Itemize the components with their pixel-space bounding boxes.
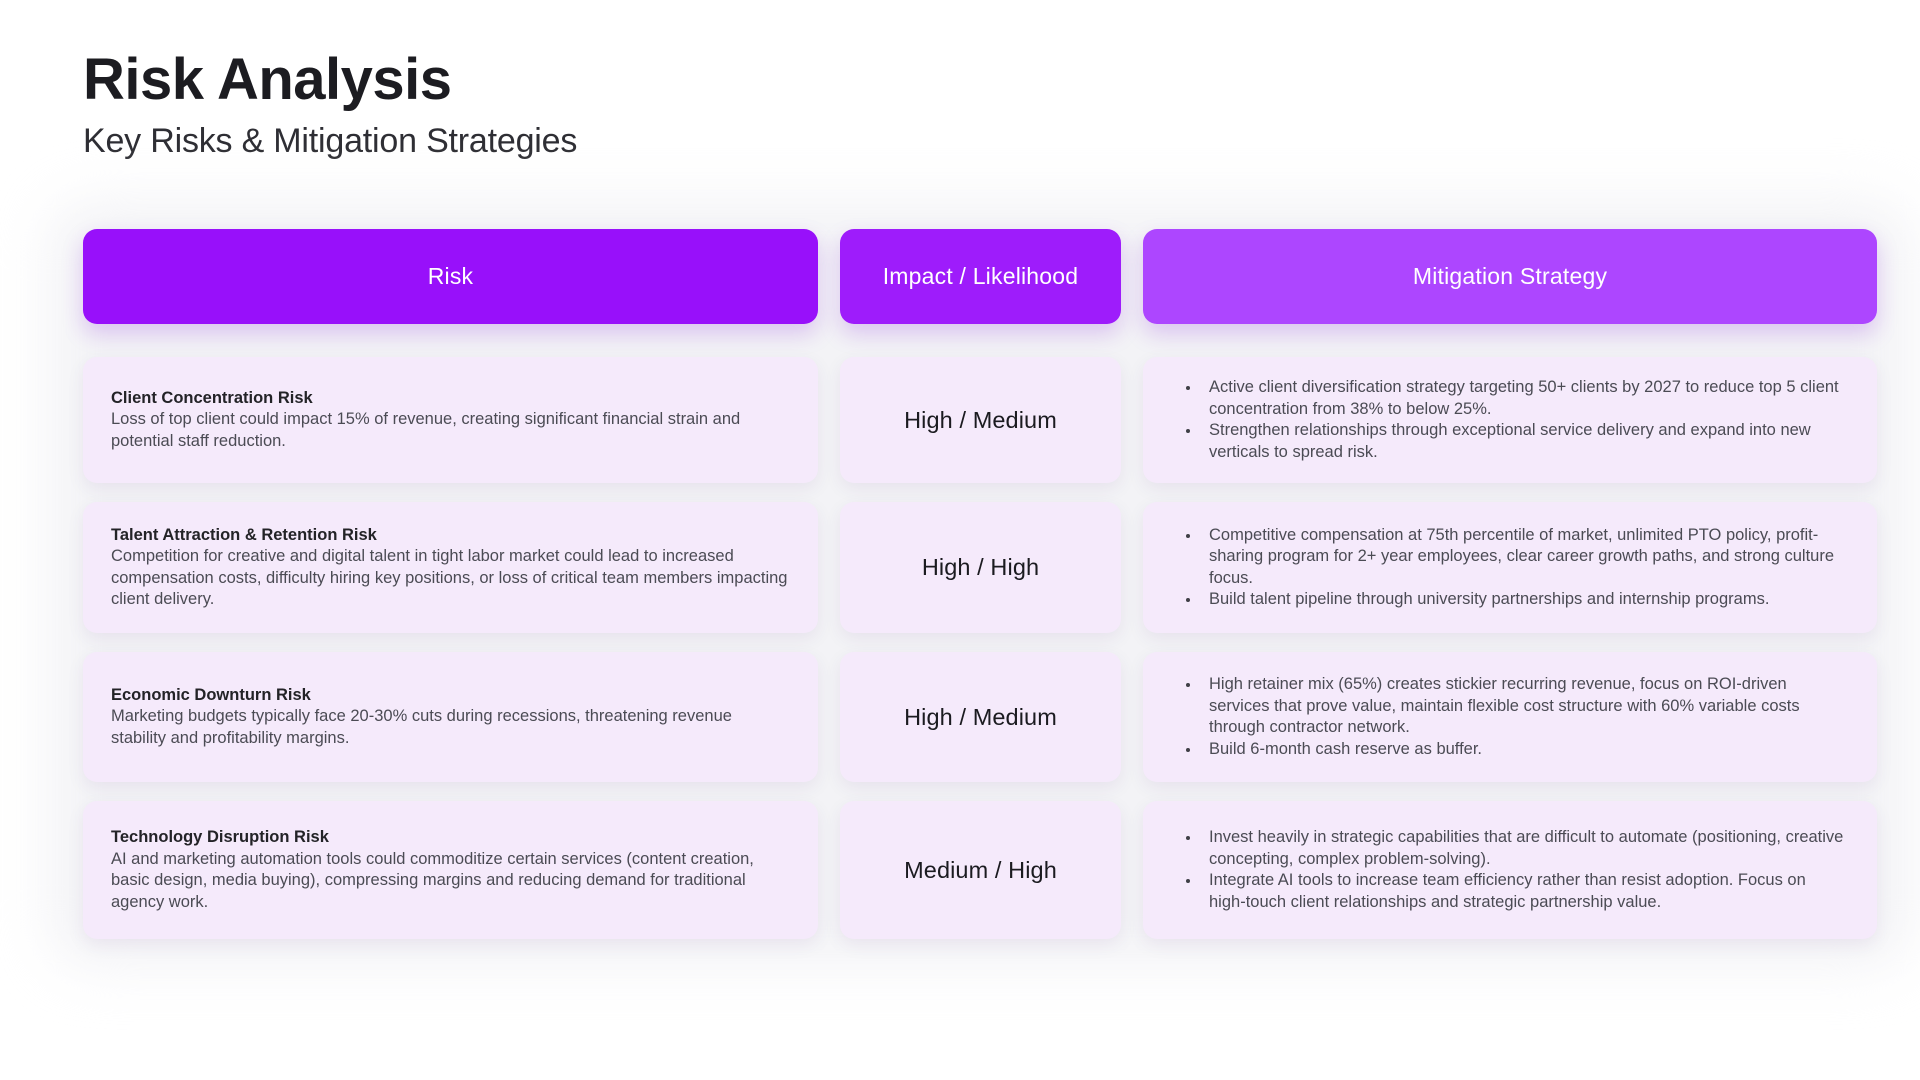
mitigation-item: Invest heavily in strategic capabilities…: [1201, 827, 1847, 870]
mitigation-item: Active client diversification strategy t…: [1201, 377, 1847, 420]
table-row-impact: High / Medium: [840, 652, 1121, 782]
table-row-risk: Talent Attraction & Retention Risk Compe…: [83, 502, 818, 633]
risk-description: Loss of top client could impact 15% of r…: [111, 410, 741, 450]
mitigation-list: Invest heavily in strategic capabilities…: [1177, 827, 1847, 913]
risk-title: Economic Downturn Risk: [111, 685, 311, 704]
table-row-risk: Economic Downturn Risk Marketing budgets…: [83, 652, 818, 782]
page-title: Risk Analysis: [83, 47, 452, 112]
page-subtitle: Key Risks & Mitigation Strategies: [83, 121, 578, 160]
table-row-risk: Client Concentration Risk Loss of top cl…: [83, 357, 818, 483]
table-row-mitigation: Invest heavily in strategic capabilities…: [1143, 801, 1877, 939]
mitigation-item: Competitive compensation at 75th percent…: [1201, 525, 1847, 590]
risk-title: Client Concentration Risk: [111, 388, 313, 407]
impact-value: High / Medium: [904, 406, 1057, 433]
table-row-mitigation: Active client diversification strategy t…: [1143, 357, 1877, 483]
risk-description: Competition for creative and digital tal…: [111, 547, 788, 608]
table-row-mitigation: Competitive compensation at 75th percent…: [1143, 502, 1877, 633]
header-cell-impact: Impact / Likelihood: [840, 229, 1121, 324]
table-row-impact: High / High: [840, 502, 1121, 633]
table-row-impact: High / Medium: [840, 357, 1121, 483]
risk-table: Risk Impact / Likelihood Mitigation Stra…: [83, 229, 1877, 939]
risk-description: Marketing budgets typically face 20-30% …: [111, 707, 732, 747]
mitigation-item: Build talent pipeline through university…: [1201, 589, 1847, 611]
header-cell-mitigation: Mitigation Strategy: [1143, 229, 1877, 324]
mitigation-list: Active client diversification strategy t…: [1177, 377, 1847, 463]
risk-title: Talent Attraction & Retention Risk: [111, 525, 377, 544]
mitigation-item: Integrate AI tools to increase team effi…: [1201, 870, 1847, 913]
risk-title: Technology Disruption Risk: [111, 828, 329, 846]
mitigation-item: High retainer mix (65%) creates stickier…: [1201, 674, 1847, 739]
page-header: Risk Analysis Key Risks & Mitigation Str…: [83, 48, 577, 161]
mitigation-list: Competitive compensation at 75th percent…: [1177, 525, 1847, 611]
mitigation-item: Strengthen relationships through excepti…: [1201, 420, 1847, 463]
impact-value: High / High: [921, 554, 1040, 580]
impact-value: High / Medium: [904, 703, 1057, 730]
mitigation-item: Build 6-month cash reserve as buffer.: [1201, 739, 1847, 761]
table-row-risk: Technology Disruption Risk AI and market…: [83, 801, 818, 939]
risk-description: AI and marketing automation tools could …: [111, 849, 754, 911]
table-row-impact: Medium / High: [840, 801, 1121, 939]
mitigation-list: High retainer mix (65%) creates stickier…: [1177, 674, 1847, 760]
table-row-mitigation: High retainer mix (65%) creates stickier…: [1143, 652, 1877, 782]
header-cell-risk: Risk: [83, 229, 818, 324]
impact-value: Medium / High: [904, 856, 1057, 883]
